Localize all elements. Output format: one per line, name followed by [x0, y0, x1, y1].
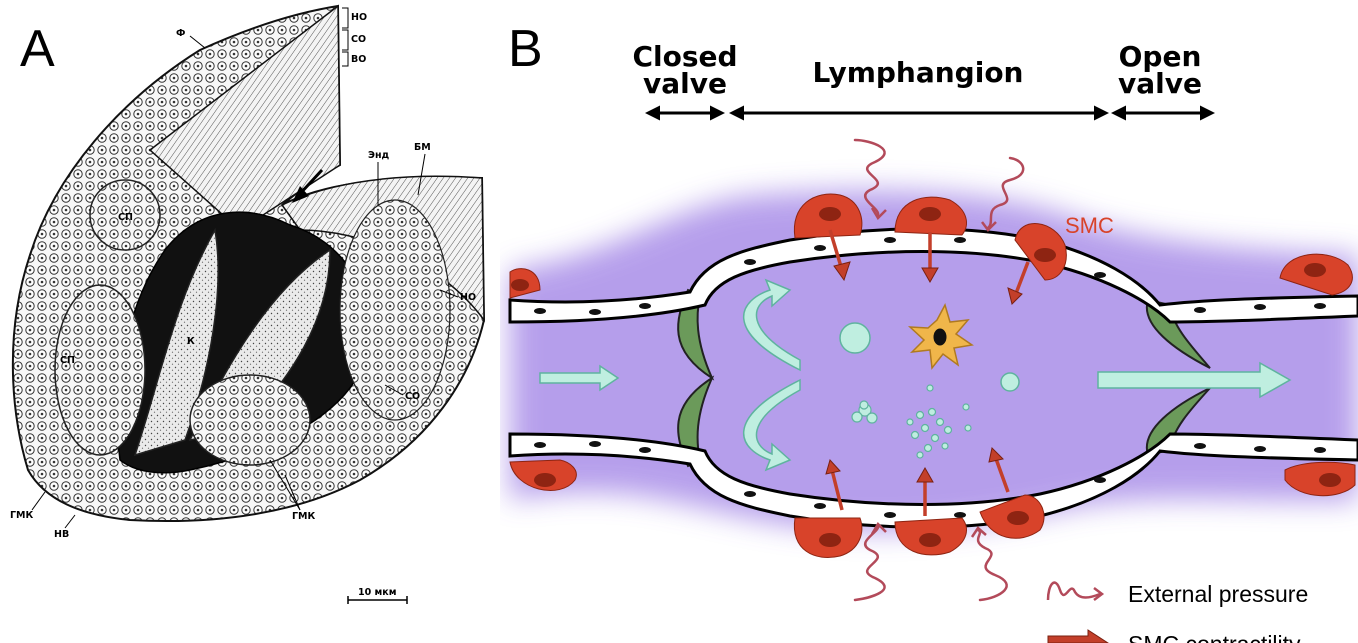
closed-valve-leaflets — [677, 288, 715, 468]
legend-wave-icon — [1046, 581, 1101, 601]
panel-b: B Closed valve Lymphangion Open valve — [500, 0, 1358, 643]
label-nv: НВ — [54, 529, 69, 540]
smc-label: SMC — [1065, 213, 1114, 238]
legend-external-pressure-label: External pressure — [1128, 581, 1308, 607]
legend-smc-contractility-label: SMC contractility — [1128, 631, 1301, 643]
legend-external-pressure: External pressure — [1046, 581, 1308, 607]
header-open-line2: valve — [1118, 67, 1202, 100]
vessel-section-drawing — [11, 4, 486, 523]
label-no-right: НО — [460, 292, 476, 303]
panel-a-letter: A — [20, 20, 55, 78]
lumen-contents — [839, 303, 1020, 459]
header-lymphangion: Lymphangion — [813, 56, 1024, 89]
legend: External pressure SMC contractility — [1046, 581, 1308, 643]
panel-a: A Ф НО СО ВО Энд БМ СП СП К НО СО ГМК ГМ… — [0, 0, 498, 643]
scale-bar-label: 10 мкм — [358, 587, 397, 598]
label-sp-top: СП — [118, 212, 133, 223]
label-gmk-left: ГМК — [10, 510, 34, 521]
label-so-top: СО — [351, 34, 366, 45]
label-k: К — [187, 336, 195, 347]
label-sp-left: СП — [60, 355, 75, 366]
smc-contractility-arrows — [828, 229, 1030, 516]
label-vo: ВО — [351, 54, 366, 65]
panel-b-letter: B — [508, 20, 543, 78]
immune-cell — [907, 303, 974, 370]
inflow-arrow — [539, 364, 620, 392]
label-f: Ф — [176, 28, 185, 39]
legend-contract-arrow-icon — [1047, 629, 1109, 643]
outflow-arrow — [1097, 361, 1292, 399]
label-gmk-right: ГМК — [292, 511, 316, 522]
legend-smc-contractility: SMC contractility — [1047, 629, 1301, 643]
smooth-muscle-cells — [509, 193, 1356, 558]
label-so-right: СО — [405, 391, 420, 402]
recirculation-arrow-top — [742, 278, 801, 372]
scale-bar: 10 мкм — [347, 587, 408, 604]
label-bm: БМ — [414, 142, 431, 153]
header-closed-line1: Closed — [632, 40, 737, 73]
external-pressure-waves — [853, 138, 1025, 602]
label-no-top: НО — [351, 12, 367, 23]
vessel-wall — [508, 227, 1358, 529]
header-closed-line2: valve — [643, 67, 727, 100]
header-open-line1: Open — [1119, 40, 1202, 73]
label-end: Энд — [368, 150, 390, 161]
lymph-flow-arrows — [539, 278, 1292, 472]
recirculation-arrow-bottom — [742, 378, 801, 472]
